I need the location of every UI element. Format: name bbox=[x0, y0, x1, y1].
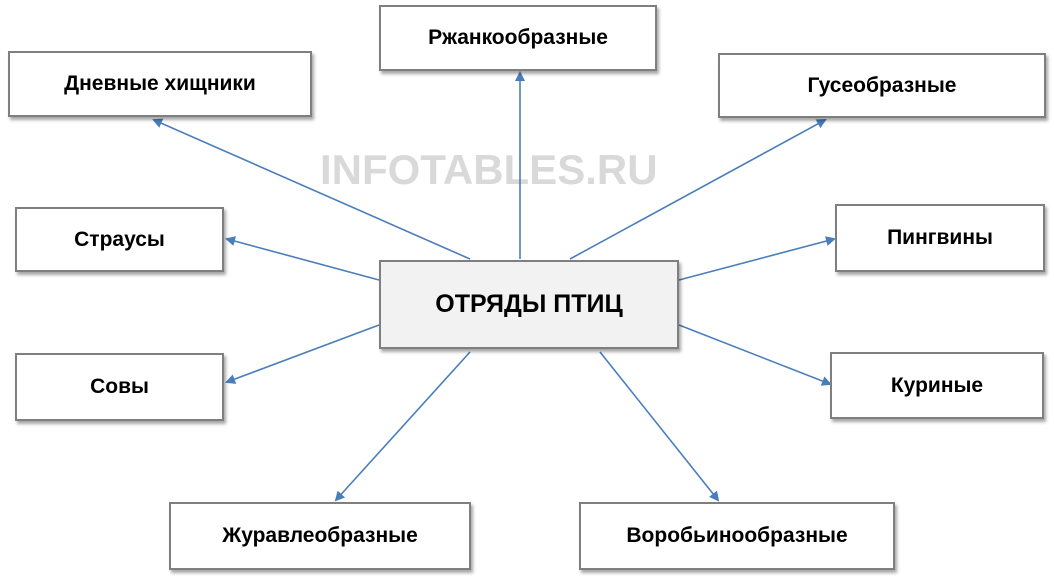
node-passeriformes: Воробьинообразные bbox=[579, 502, 895, 570]
arrow-owls bbox=[225, 324, 380, 384]
watermark: INFOTABLES.RU bbox=[320, 146, 658, 193]
arrow-gruiformes bbox=[334, 351, 471, 502]
arrow-galliformes bbox=[678, 324, 832, 386]
node-anseriformes: Гусеобразные bbox=[718, 53, 1046, 118]
node-gruiformes: Журавлеобразные bbox=[169, 502, 471, 570]
arrow-penguins bbox=[678, 236, 836, 281]
center-node: ОТРЯДЫ ПТИЦ bbox=[379, 260, 679, 349]
node-galliformes: Куриные bbox=[830, 352, 1044, 419]
node-charadriiformes: Ржанкообразные bbox=[379, 5, 657, 71]
node-owls: Совы bbox=[15, 353, 224, 421]
arrow-raptors bbox=[152, 118, 471, 260]
arrow-passeriformes bbox=[599, 351, 720, 502]
arrow-ostriches bbox=[225, 236, 380, 281]
node-raptors: Дневные хищники bbox=[8, 51, 312, 117]
node-penguins: Пингвины bbox=[835, 204, 1045, 272]
node-ostriches: Страусы bbox=[15, 207, 224, 272]
arrow-anseriformes bbox=[569, 119, 827, 260]
